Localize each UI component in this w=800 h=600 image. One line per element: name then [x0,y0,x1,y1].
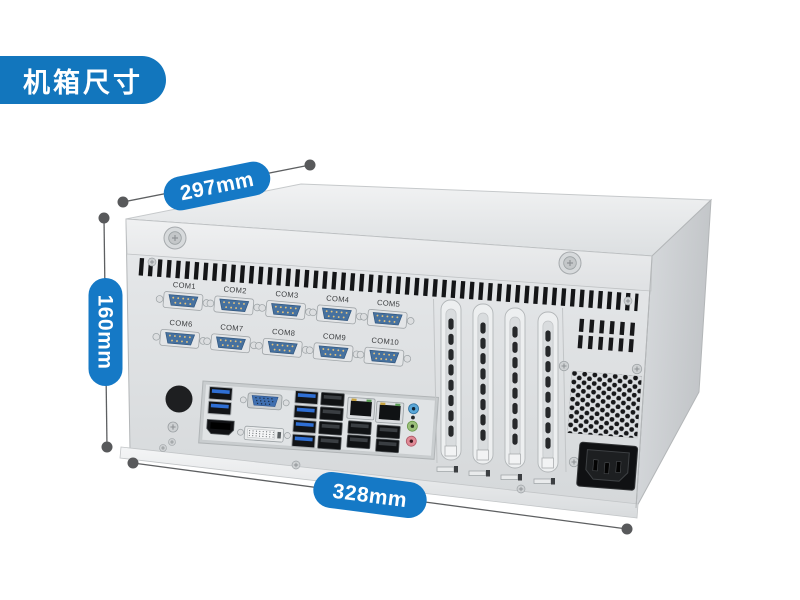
audio-jacks [405,403,419,447]
expansion-slot-cover [440,299,462,461]
usb3-port [294,389,320,406]
panel-screw [168,438,176,446]
lan-port [375,400,405,425]
com10-label: COM10 [371,336,399,347]
power-inlet [576,441,639,491]
usb2-port [320,391,345,407]
dim-dot [117,196,129,208]
com5-label: COM5 [377,298,401,309]
lan-port [346,396,376,421]
dim-depth-pill [163,161,271,211]
rear-side-edge [635,255,653,509]
dim-width-pill [313,471,427,519]
slot-latch [436,466,458,473]
com4-label: COM4 [326,293,350,304]
dimension-annotations: 297mm 160mm 328mm [88,159,633,535]
dim-height-label: 160mm [94,295,117,370]
lip-screw [291,460,301,470]
com2-label: COM2 [223,285,247,296]
slot-latch [500,474,522,481]
com-port-block: COM1 COM2 COM3 COM4 COM5 COM6 COM7 COM8 … [151,280,416,368]
expansion-slot-cover [472,303,494,465]
hdmi-port [206,418,235,436]
slot-latch [468,470,490,477]
thumbscrew-right [558,251,582,275]
section-badge: 机箱尺寸 [0,56,166,104]
expansion-slot-cover [537,311,559,473]
usb3-port [207,400,233,416]
com1-label: COM1 [172,280,196,291]
dvi-port [237,425,291,443]
usb2-port [319,406,344,422]
psu-screw [558,360,570,372]
knockout-hole [165,385,193,413]
com3-label: COM3 [275,289,299,300]
dim-dot [98,212,110,224]
expansion-slot-covers [436,299,559,485]
panel-seam [562,307,567,473]
dim-dot [127,457,139,469]
panel-screw [159,444,167,452]
usb2-port [375,424,401,440]
usb3-port [292,418,317,434]
vga-port [239,392,290,411]
usb2-port [318,420,343,436]
usb3-port [208,385,234,402]
thumbscrew-left [163,226,187,250]
dim-dot [101,441,113,453]
slot-latch [533,478,555,485]
expansion-slot-cover [504,307,526,469]
usb2-port [346,434,372,450]
vent-row [138,257,639,312]
com9-label: COM9 [323,331,347,342]
dim-dot [304,159,316,171]
dim-height-pill [88,278,123,386]
dim-height: 160mm [88,212,123,453]
psu-screw [631,363,643,375]
com7-label: COM7 [220,322,244,333]
panel-screw [167,421,179,433]
panel-screw [147,257,157,267]
usb2-port [317,435,342,451]
panel-screw [623,296,633,306]
io-shield [198,380,439,460]
com8-label: COM8 [272,327,296,338]
psu-fan-grille [567,370,643,439]
psu-screw [568,456,580,468]
lip-screw [516,484,526,494]
usb2-port [375,438,400,454]
com6-label: COM6 [169,318,193,329]
panel-seam [433,298,438,464]
usb3-port [291,433,316,449]
usb3-port [293,404,318,420]
dim-dot [621,523,633,535]
rear-top-flange [125,218,653,292]
section-badge-label: 机箱尺寸 [23,67,143,98]
dim-width: 328mm [127,457,633,535]
usb2-port [347,420,373,436]
